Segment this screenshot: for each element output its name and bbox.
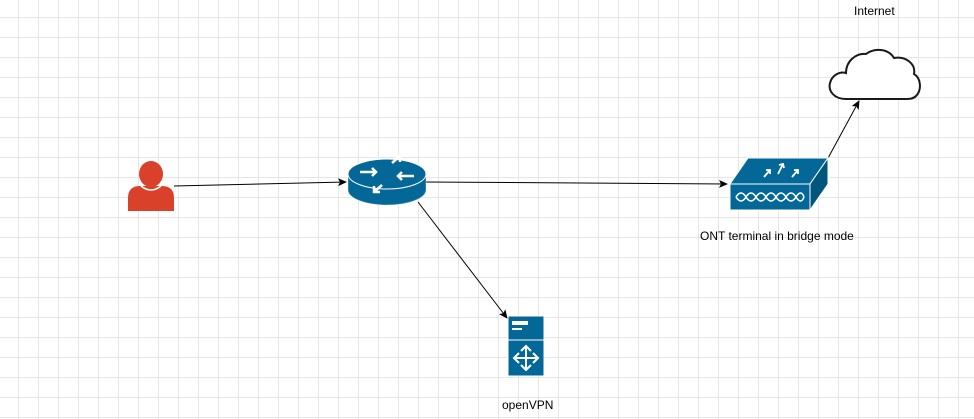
ont-terminal-icon[interactable] xyxy=(729,156,829,212)
server-icon[interactable] xyxy=(507,315,545,377)
edge-router-to-ont[interactable] xyxy=(424,179,728,188)
edge-ont-to-internet[interactable] xyxy=(826,100,860,161)
internet-label: Internet xyxy=(854,4,895,18)
edge-user-to-router[interactable] xyxy=(173,178,347,187)
cloud-icon[interactable] xyxy=(828,48,921,100)
router-icon[interactable] xyxy=(347,154,427,206)
openvpn-label: openVPN xyxy=(502,398,554,412)
ont-terminal-label: ONT terminal in bridge mode xyxy=(700,229,854,243)
edge-router-to-vpn[interactable] xyxy=(417,201,508,319)
user-icon[interactable] xyxy=(128,161,174,211)
